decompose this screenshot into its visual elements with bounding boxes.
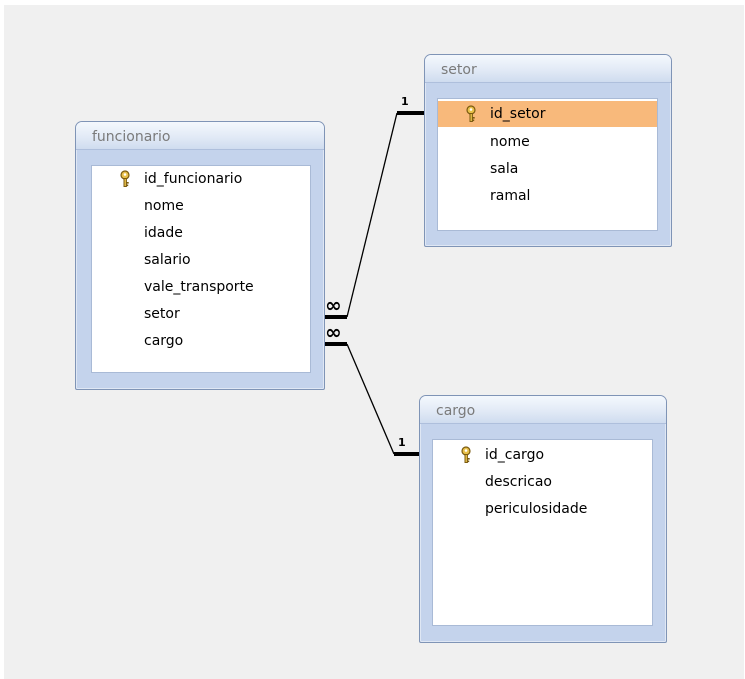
- field-label: id_setor: [490, 106, 546, 122]
- rel-cargo-connector: [346, 343, 395, 455]
- field-row[interactable]: periculosidade: [433, 496, 652, 522]
- table-funcionario[interactable]: funcionario id_funcionario nome idade sa…: [75, 121, 325, 390]
- field-label: salario: [144, 252, 191, 268]
- table-title-cargo[interactable]: cargo: [420, 396, 666, 424]
- field-row[interactable]: sala: [438, 156, 657, 182]
- field-row[interactable]: id_funcionario: [92, 166, 310, 192]
- key-icon: [466, 105, 476, 122]
- field-label: ramal: [490, 188, 531, 204]
- field-row[interactable]: id_cargo: [433, 442, 652, 468]
- field-row[interactable]: vale_transporte: [92, 274, 310, 300]
- field-row[interactable]: nome: [92, 193, 310, 219]
- field-row[interactable]: cargo: [92, 328, 310, 354]
- field-label: id_funcionario: [144, 171, 243, 187]
- field-label: setor: [144, 306, 180, 322]
- relationship-cargo[interactable]: [323, 342, 421, 456]
- field-label: nome: [144, 198, 184, 214]
- field-label: sala: [490, 161, 519, 177]
- field-label: idade: [144, 225, 183, 241]
- field-row-selected[interactable]: id_setor: [438, 101, 657, 127]
- field-list-setor[interactable]: id_setor nome sala ramal: [437, 98, 658, 231]
- table-cargo[interactable]: cargo id_cargo descricao periculosidade: [419, 395, 667, 643]
- key-icon: [120, 170, 130, 187]
- rel-setor-connector: [346, 112, 398, 318]
- table-title-funcionario[interactable]: funcionario: [76, 122, 324, 150]
- field-label: id_cargo: [485, 447, 545, 463]
- field-list-funcionario[interactable]: id_funcionario nome idade salario vale_t…: [91, 165, 311, 373]
- cardinality-one-cargo: 1: [398, 436, 406, 449]
- field-list-cargo[interactable]: id_cargo descricao periculosidade: [432, 439, 653, 626]
- field-row[interactable]: setor: [92, 301, 310, 327]
- table-setor[interactable]: setor id_setor nome sala ramal: [424, 54, 672, 247]
- field-row[interactable]: descricao: [433, 469, 652, 495]
- field-row[interactable]: nome: [438, 129, 657, 155]
- relationship-setor[interactable]: [323, 111, 426, 319]
- cardinality-many-cargo: ∞: [325, 320, 342, 344]
- cardinality-one-setor: 1: [401, 95, 409, 108]
- cardinality-many-setor: ∞: [325, 293, 342, 317]
- table-title-setor[interactable]: setor: [425, 55, 671, 83]
- field-row[interactable]: idade: [92, 220, 310, 246]
- field-row[interactable]: salario: [92, 247, 310, 273]
- field-label: vale_transporte: [144, 279, 254, 295]
- field-label: cargo: [144, 333, 184, 349]
- field-label: periculosidade: [485, 501, 588, 517]
- field-label: descricao: [485, 474, 552, 490]
- key-icon: [461, 446, 471, 463]
- field-label: nome: [490, 134, 530, 150]
- field-row[interactable]: ramal: [438, 183, 657, 209]
